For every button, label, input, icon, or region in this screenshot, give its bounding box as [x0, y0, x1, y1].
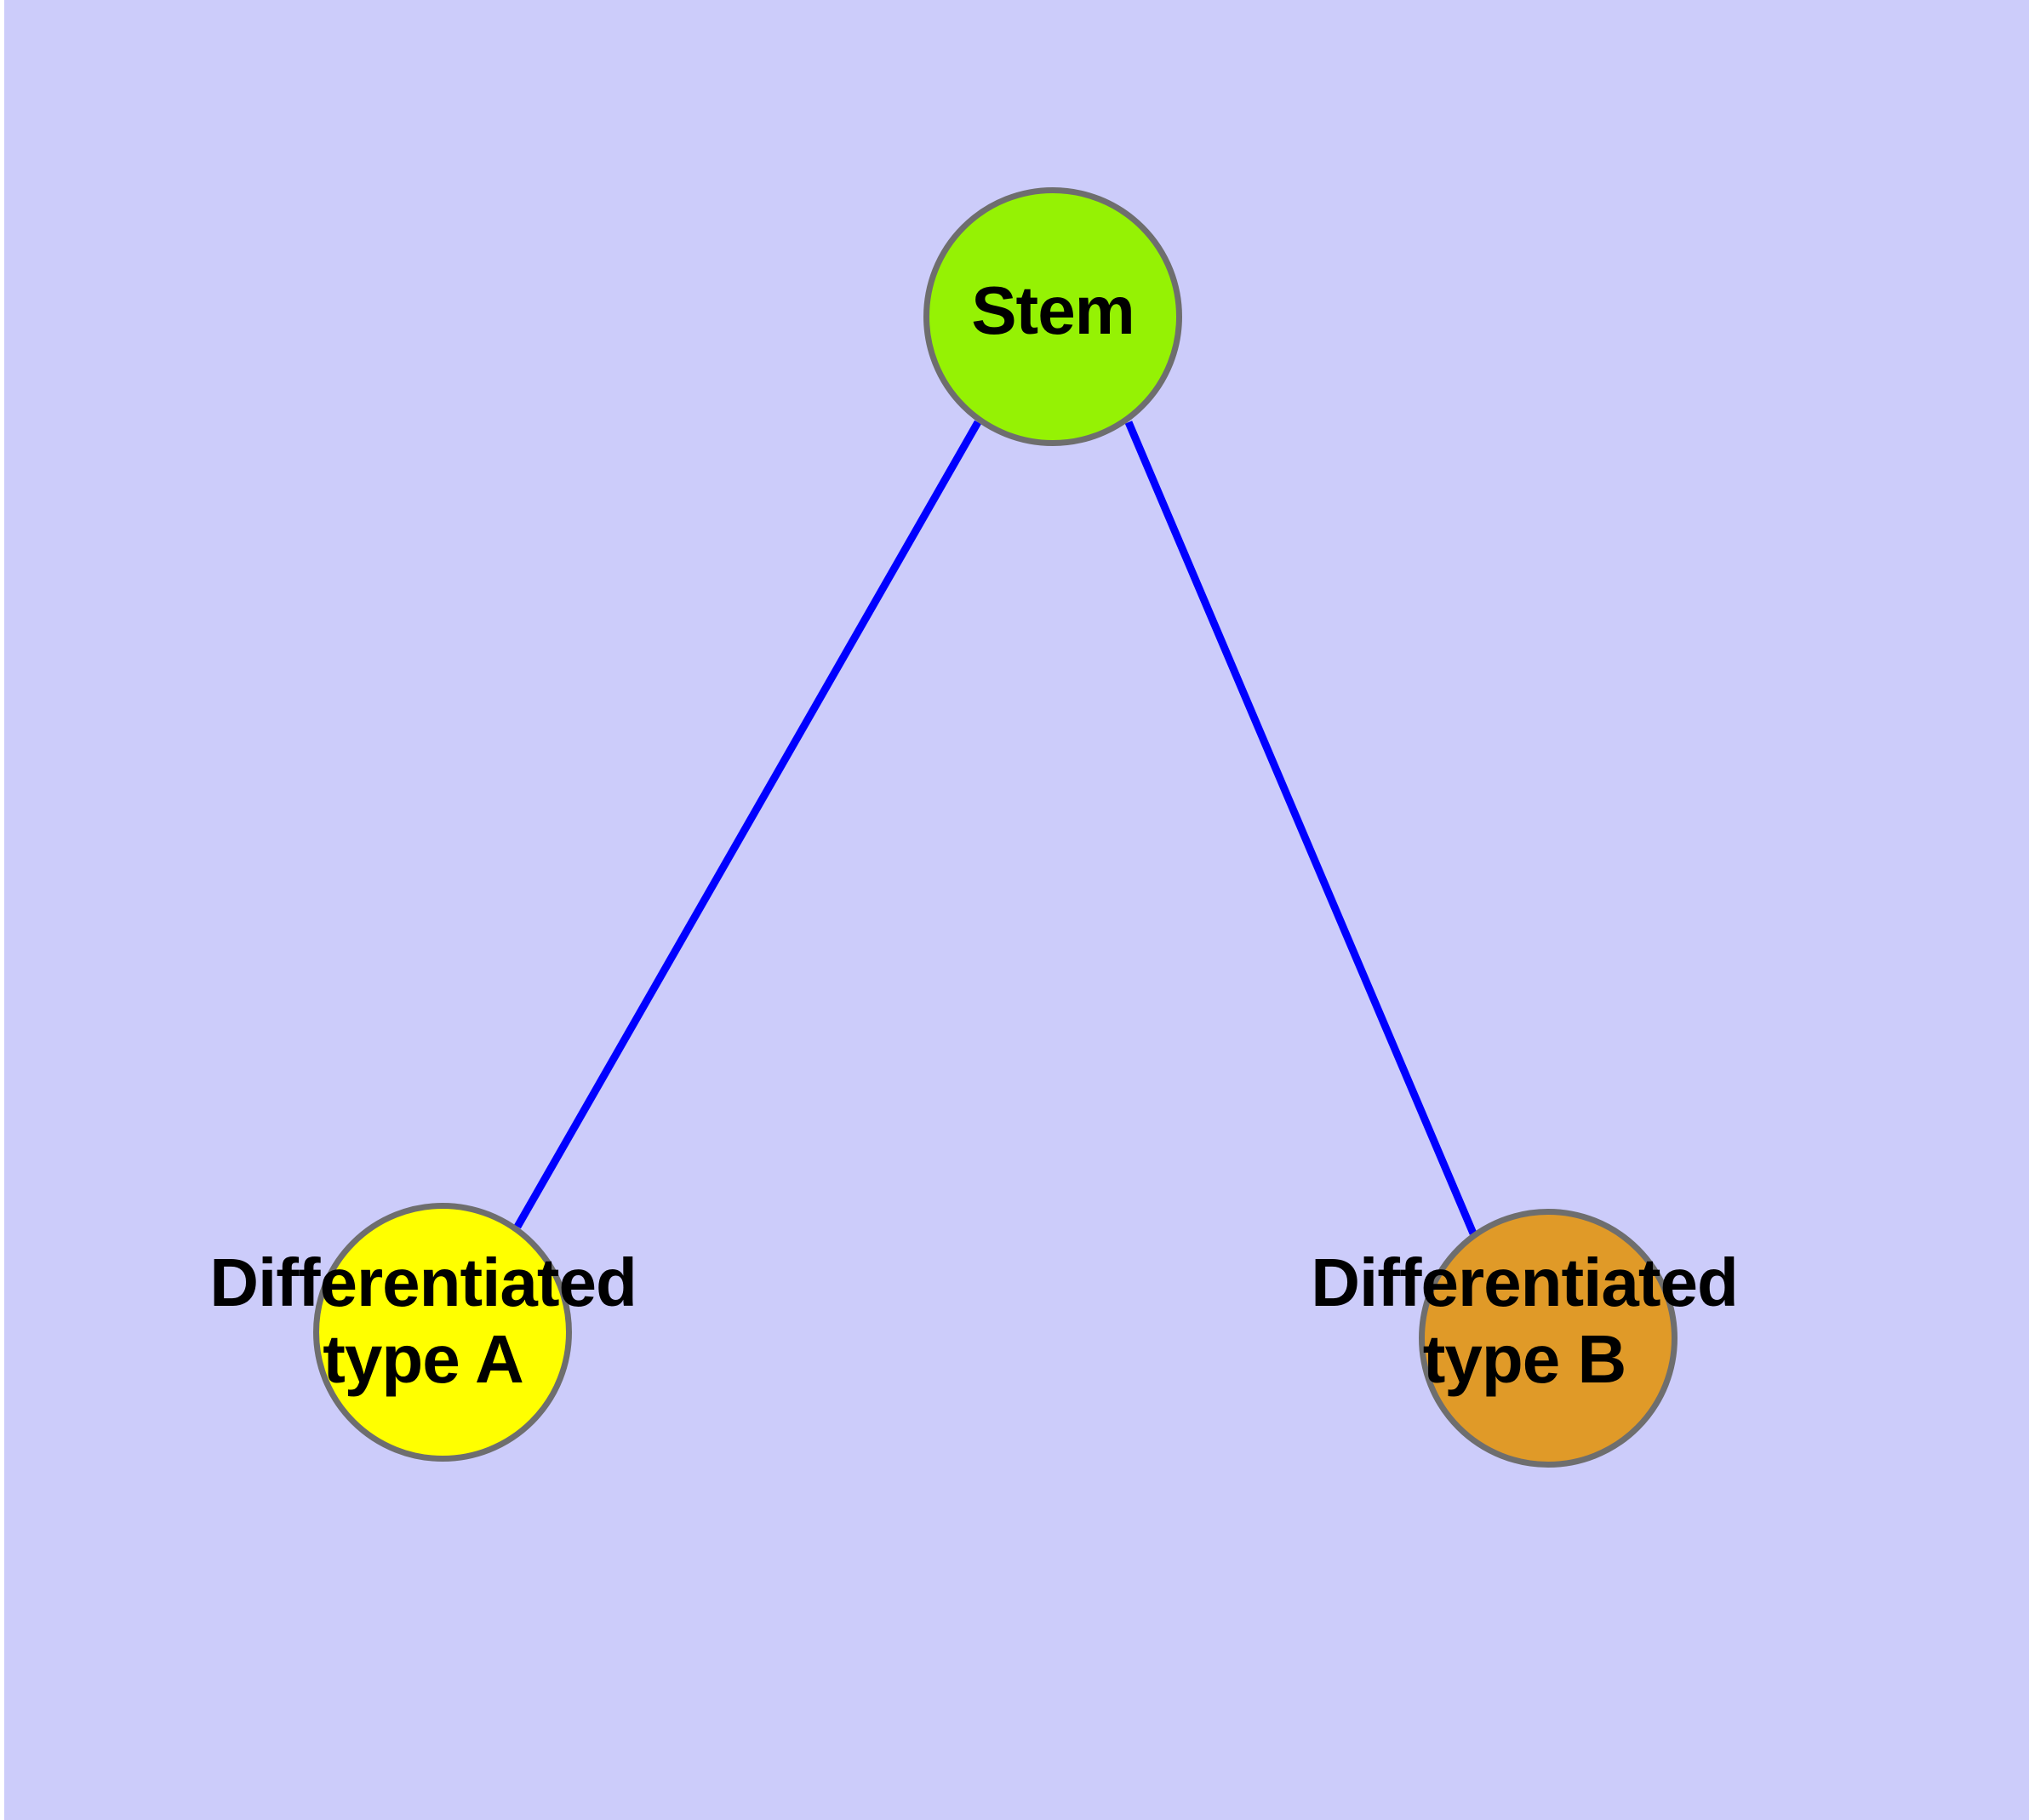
edge-stem-diff-a — [514, 420, 981, 1229]
node-stem[interactable] — [923, 187, 1182, 446]
node-differentiated-type-b[interactable] — [1419, 1209, 1677, 1468]
node-differentiated-type-a[interactable] — [313, 1203, 572, 1462]
edge-stem-diff-b — [1124, 421, 1477, 1235]
